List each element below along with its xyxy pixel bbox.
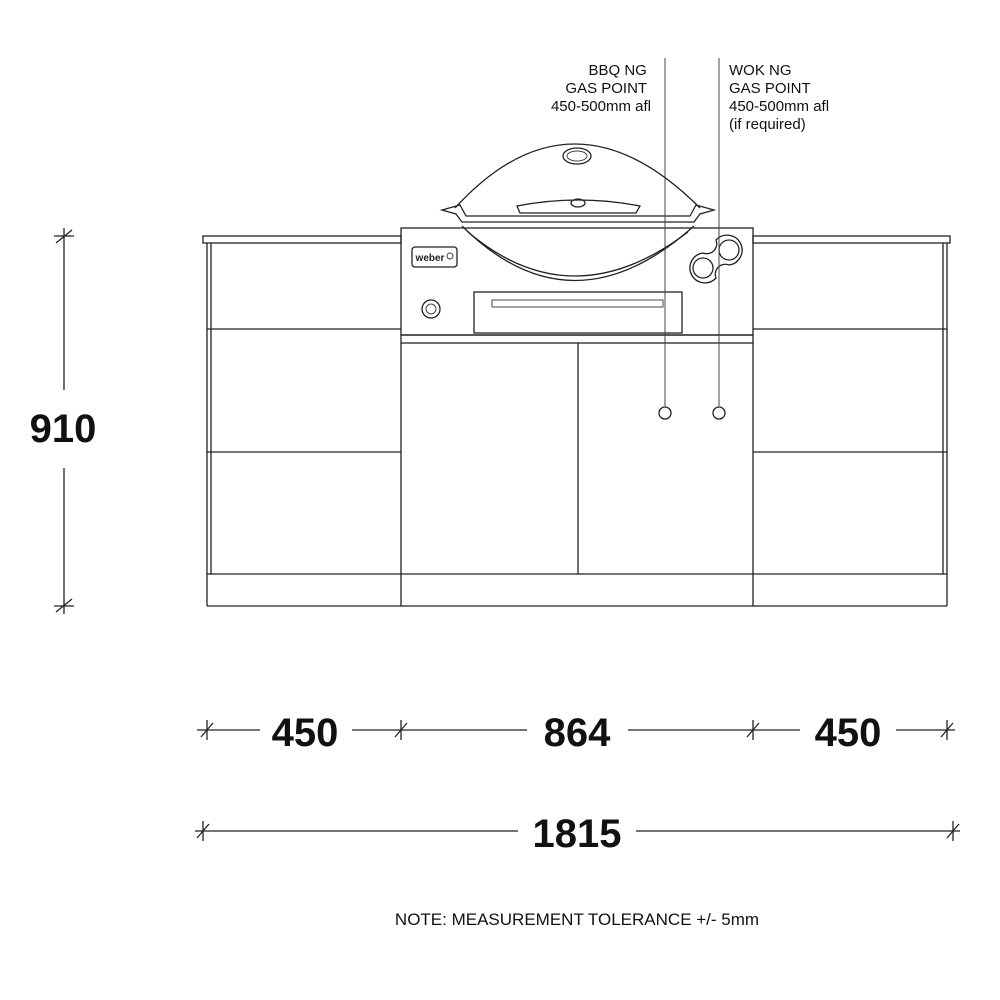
left-width-value: 450 — [272, 711, 339, 755]
height-dimension: 910 — [30, 228, 97, 614]
wok-label-line: WOK NG — [729, 62, 792, 79]
left-cabinet — [202, 235, 402, 607]
bbq-label-line: 450-500mm afl — [551, 98, 651, 115]
ignition-gauge-icon — [421, 299, 441, 319]
bbq-label-line: BBQ NG — [588, 62, 646, 79]
right-width-value: 450 — [815, 711, 882, 755]
grease-tray — [473, 291, 683, 334]
tolerance-note: NOTE: MEASUREMENT TOLERANCE +/- 5mm — [395, 910, 759, 929]
tick-marks — [200, 720, 954, 740]
wok-label-line: (if required) — [729, 116, 806, 133]
wok-label-line: 450-500mm afl — [729, 98, 829, 115]
center-width-value: 864 — [544, 711, 611, 755]
gas-point-wok: WOK NG GAS POINT 450-500mm afl (if requi… — [712, 58, 833, 420]
svg-text:weber: weber — [415, 253, 445, 264]
weber-logo: weber — [411, 246, 458, 268]
bbq-label-line: GAS POINT — [565, 80, 647, 97]
svg-text:WOK NG GAS POINT 4: WOK NG GAS POINT 450-500mm afl (if requi… — [729, 62, 833, 133]
gas-point-bbq: BBQ NG GAS POINT 450-500mm afl — [551, 58, 672, 420]
lid-handle-knob — [570, 198, 586, 208]
width-dimensions: 450 864 450 1815 — [195, 711, 960, 856]
svg-text:BBQ NG GAS POINT 4: BBQ NG GAS POINT 450-500mm afl — [551, 62, 651, 115]
total-width-value: 1815 — [533, 812, 622, 856]
lid-thermometer-icon — [562, 147, 592, 165]
height-value: 910 — [30, 407, 97, 451]
center-cabinet — [400, 227, 754, 607]
wok-label-line: GAS POINT — [729, 80, 811, 97]
bbq-grill: weber — [411, 143, 743, 334]
control-knobs-icon — [689, 234, 743, 284]
right-cabinet — [752, 235, 951, 607]
